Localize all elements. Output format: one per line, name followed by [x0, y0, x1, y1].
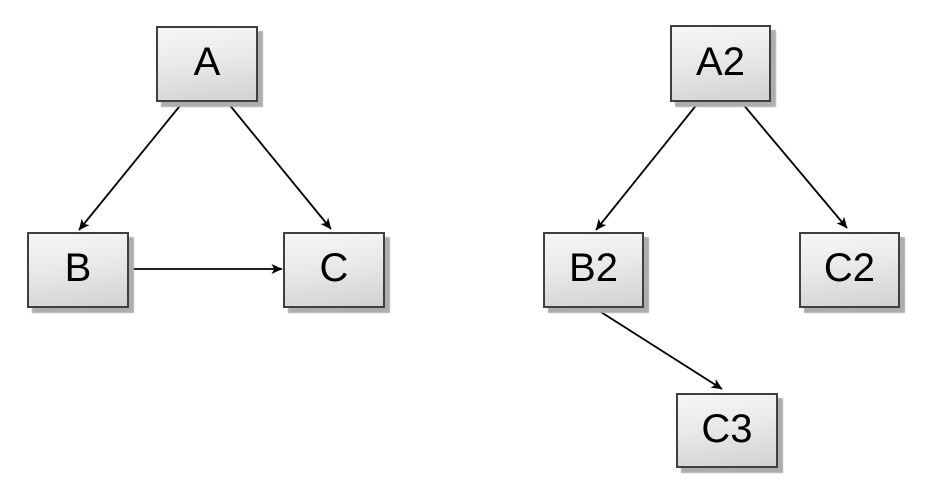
node-A2[interactable]: A2: [670, 25, 771, 102]
node-A[interactable]: A: [156, 26, 258, 102]
node-C2[interactable]: C2: [799, 232, 900, 308]
node-B[interactable]: B: [27, 232, 129, 308]
node-C3[interactable]: C3: [676, 393, 778, 468]
edge-A-B-arrow: [78, 101, 184, 231]
node-B2[interactable]: B2: [543, 232, 644, 308]
edge-A2-B2-arrow: [595, 102, 699, 231]
edge-A2-C2-arrow: [741, 102, 848, 229]
node-C[interactable]: C: [283, 232, 385, 308]
edge-A-C-arrow: [227, 102, 332, 230]
edge-B2-C3-arrow: [592, 306, 723, 390]
